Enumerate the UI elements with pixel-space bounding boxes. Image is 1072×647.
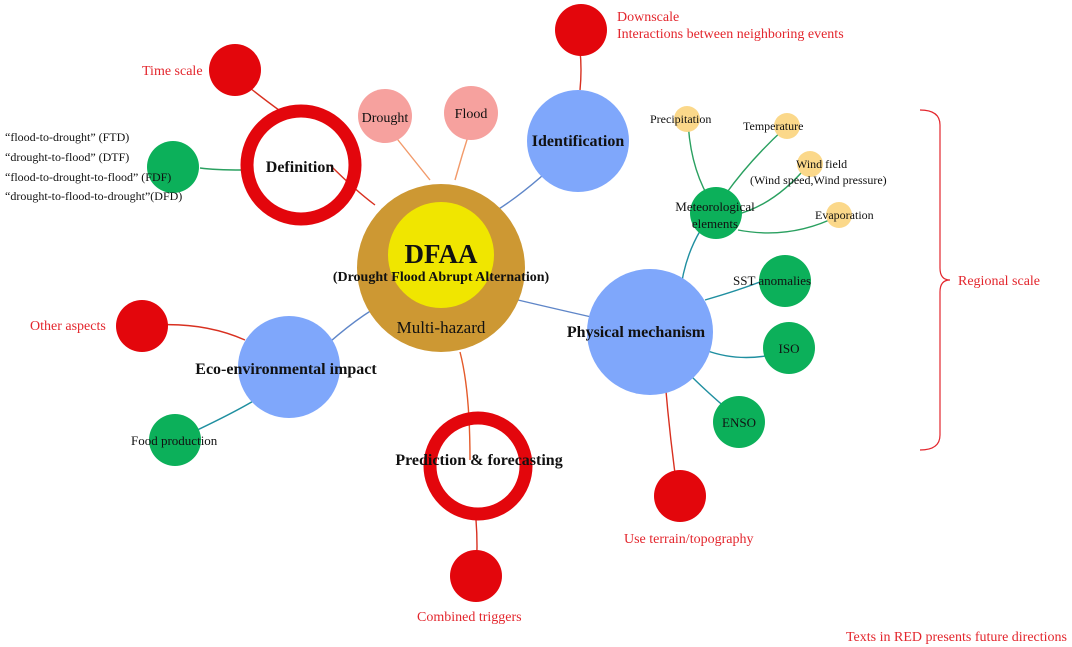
connector-prediction xyxy=(459,351,471,461)
time-scale-label: Time scale xyxy=(142,64,203,79)
terrain-label: Use terrain/topography xyxy=(624,532,753,547)
sst-node xyxy=(759,255,811,307)
regional-scale-label: Regional scale xyxy=(958,274,1040,289)
center-subtitle: (Drought Flood Abrupt Alternation) xyxy=(333,270,550,285)
definition-ring xyxy=(240,104,362,226)
connector-fdf xyxy=(199,167,243,171)
physical-mechanism-node xyxy=(587,269,713,395)
food-production-node xyxy=(149,414,201,466)
iso-label: ISO xyxy=(779,341,800,356)
precipitation-node xyxy=(674,106,700,132)
downscale-node xyxy=(555,4,607,56)
flood-label: Flood xyxy=(455,107,488,122)
meteorological-label-line2: elements xyxy=(692,216,738,231)
food-production-label: Food production xyxy=(131,433,218,448)
wind-field-label-line2: (Wind speed,Wind pressure) xyxy=(750,173,887,187)
combined-triggers-label: Combined triggers xyxy=(417,610,522,625)
future-directions-note: Texts in RED presents future directions xyxy=(846,630,1067,645)
definition-label: Definition xyxy=(266,159,335,176)
center-multi-hazard: Multi-hazard xyxy=(397,318,486,337)
definition-type-dfd: “drought-to-flood-to-drought”(DFD) xyxy=(5,189,182,203)
identification-node xyxy=(527,90,629,192)
center-inner-circle xyxy=(388,202,494,308)
eco-environmental-node xyxy=(238,316,340,418)
enso-node xyxy=(713,396,765,448)
temperature-node xyxy=(774,113,800,139)
enso-label: ENSO xyxy=(722,415,756,430)
eco-environmental-label: Eco-environmental impact xyxy=(195,361,377,378)
other-aspects-label: Other aspects xyxy=(30,319,106,334)
drought-label: Drought xyxy=(362,111,409,126)
temperature-label: Temperature xyxy=(743,119,803,133)
fdf-node xyxy=(147,141,199,193)
downscale-label: Downscale xyxy=(617,10,679,25)
interactions-label: Interactions between neighboring events xyxy=(617,27,844,42)
wind-field-node xyxy=(797,151,823,177)
terrain-node xyxy=(654,470,706,522)
prediction-label: Prediction & forecasting xyxy=(395,452,562,469)
combined-triggers-node xyxy=(450,550,502,602)
wind-field-label-line1: Wind field xyxy=(796,157,847,171)
definition-type-fdf: “flood-to-drought-to-flood” (FDF) xyxy=(5,170,171,184)
precipitation-label: Precipitation xyxy=(650,112,711,126)
definition-type-ftd: “flood-to-drought” (FTD) xyxy=(5,130,129,144)
meteorological-label-line1: Meteorological xyxy=(675,199,755,214)
evaporation-node xyxy=(826,202,852,228)
drought-node xyxy=(358,89,412,143)
sst-label: SST anomalies xyxy=(733,273,811,288)
other-aspects-node xyxy=(116,300,168,352)
iso-node xyxy=(763,322,815,374)
connector-downscale xyxy=(579,49,582,91)
physical-mechanism-label: Physical mechanism xyxy=(567,324,706,341)
evaporation-label: Evaporation xyxy=(815,208,874,222)
identification-label: Identification xyxy=(532,133,625,150)
regional-scale-brace xyxy=(919,109,951,451)
time-scale-node xyxy=(209,44,261,96)
flood-node xyxy=(444,86,498,140)
prediction-ring xyxy=(423,411,533,521)
meteorological-node xyxy=(690,187,742,239)
definition-type-dtf: “drought-to-flood” (DTF) xyxy=(5,150,129,164)
center-title: DFAA xyxy=(405,239,478,269)
